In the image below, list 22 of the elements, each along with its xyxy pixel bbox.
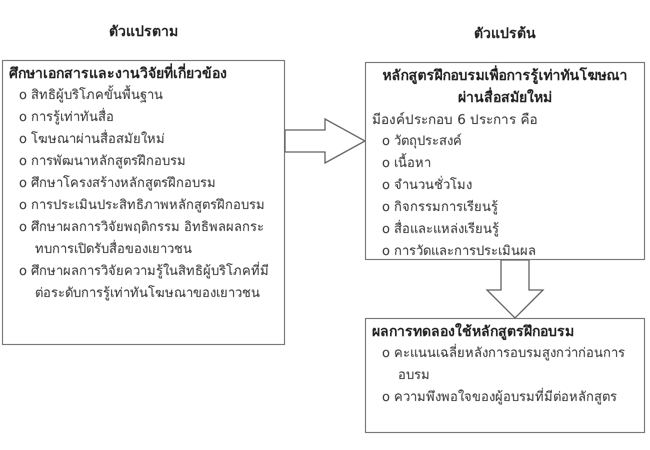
list-item: o เนื้อหา	[372, 153, 638, 175]
intro-text: มีองค์ประกอบ 6 ประการ คือ	[372, 111, 538, 130]
box-heading: หลักสูตรฝึกอบรมเพื่อการรู้เท่าทันโฆษณาผ่านสื่อสมัยใหม่	[372, 65, 638, 109]
list-item: o การรู้เท่าทันสื่อ	[9, 107, 278, 129]
list-item: o สื่อและแหล่งเรียนรู้	[372, 219, 638, 241]
block-arrow	[284, 118, 366, 164]
block-arrow	[485, 259, 545, 319]
box-heading: ศึกษาเอกสารและงานวิจัยที่เกี่ยวข้อง	[9, 63, 278, 85]
list-item: o กิจกรรมการเรียนรู้	[381, 198, 500, 217]
list-item: o โฆษณาผ่านสื่อสมัยใหม่	[9, 129, 278, 151]
list-item: o ความพึงพอใจของผู้อบรมที่มีต่อหลักสูตร	[372, 387, 638, 409]
box-heading: ผลการทดลองใช้หลักสูตรฝึกอบรม	[372, 322, 575, 342]
list-item: o สิทธิผู้บริโภคขั้นพื้นฐาน	[9, 85, 278, 107]
column-heading: ตัวแปรต้น	[473, 25, 537, 44]
list-item: o ศึกษาโครงสร้างหลักสูตรฝึกอบรม	[18, 174, 218, 193]
list-item: o การวัดและการประเมินผล	[381, 243, 538, 261]
list-item: o วัตถุประสงค์	[381, 132, 464, 151]
list-item: o การพัฒนาหลักสูตรฝึกอบรม	[18, 153, 188, 171]
column-heading: ตัวแปรตาม	[108, 23, 179, 42]
list-item: o ศึกษาผลการวิจัยความรู้ในสิทธิผู้บริโภคที่มีต่อระดับการรู้เท่าทันโฆษณาของเยาวชน	[9, 261, 278, 305]
list-item: o จำนวนชั่วโมง	[372, 175, 638, 197]
list-item: o การประเมินประสิทธิภาพหลักสูตรฝึกอบรม	[18, 197, 266, 215]
